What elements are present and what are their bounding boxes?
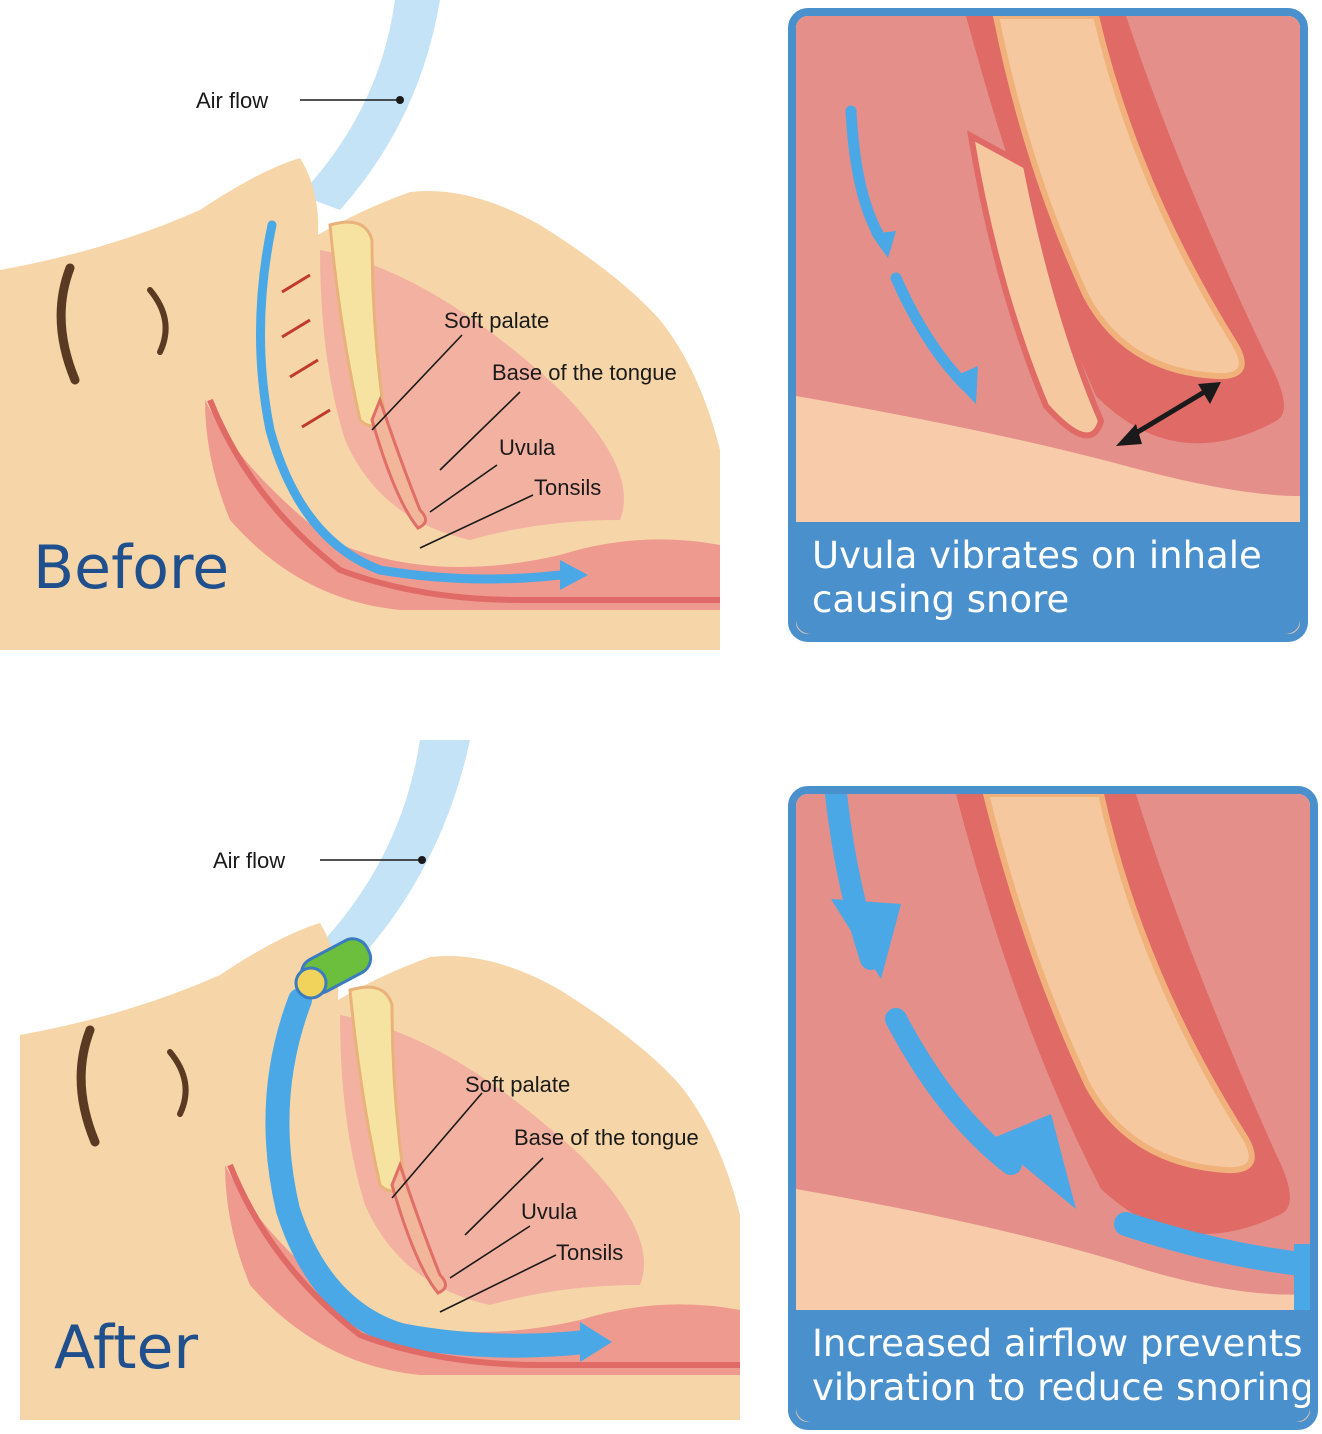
label-tonsils: Tonsils <box>534 475 601 500</box>
after-profile-svg: Air flow Soft palate Base of the tongue … <box>20 740 740 1420</box>
air-stream <box>300 0 440 210</box>
leader-lines <box>300 99 534 549</box>
airway-path <box>255 220 565 584</box>
label-uvula: Uvula <box>499 435 556 460</box>
label-uvula: Uvula <box>521 1199 578 1224</box>
before-caption: Uvula vibrates on inhale causing snore <box>796 522 1300 634</box>
before-profile-svg: Air flow Soft palate Base of the tongue … <box>0 0 720 650</box>
before-caption-line-1: Uvula vibrates on inhale <box>812 534 1262 577</box>
uvula-shape <box>370 395 427 530</box>
before-caption-line-2: causing snore <box>812 578 1070 621</box>
state-label-after: After <box>54 1313 198 1383</box>
before-zoom-panel: Uvula vibrates on inhale causing snore <box>788 8 1308 642</box>
after-caption-line-2: vibration to reduce snoring <box>812 1366 1314 1409</box>
after-caption-line-1: Increased airflow prevents <box>812 1322 1303 1365</box>
label-soft-palate: Soft palate <box>444 308 549 333</box>
eyebrow <box>56 263 80 385</box>
nasal-device-tip <box>294 966 328 1000</box>
label-base-of-tongue: Base of the tongue <box>492 360 677 385</box>
airway-path <box>265 988 597 1358</box>
pressure-arrows <box>281 273 331 429</box>
uvula-shape <box>390 1160 447 1295</box>
label-base-of-tongue: Base of the tongue <box>514 1125 699 1150</box>
airway-arrow-head <box>560 560 588 590</box>
closed-eye <box>147 287 169 355</box>
closed-eye <box>167 1049 189 1117</box>
before-profile-diagram: Air flow Soft palate Base of the tongue … <box>0 0 740 660</box>
pharynx-wall <box>227 1163 740 1368</box>
label-air-flow: Air flow <box>213 848 285 873</box>
airway-arrow-head <box>580 1322 612 1362</box>
leader-lines <box>320 859 557 1313</box>
throat-tissue <box>205 400 720 610</box>
label-air-flow: Air flow <box>196 88 268 113</box>
after-caption: Increased airflow prevents vibration to … <box>796 1310 1310 1422</box>
after-zoom-panel: Increased airflow prevents vibration to … <box>788 786 1318 1430</box>
after-profile-diagram: Air flow Soft palate Base of the tongue … <box>0 740 760 1430</box>
eyebrow <box>76 1025 100 1147</box>
state-label-before: Before <box>33 533 229 603</box>
label-soft-palate: Soft palate <box>465 1072 570 1097</box>
pharynx-wall <box>207 398 720 603</box>
label-tonsils: Tonsils <box>556 1240 623 1265</box>
